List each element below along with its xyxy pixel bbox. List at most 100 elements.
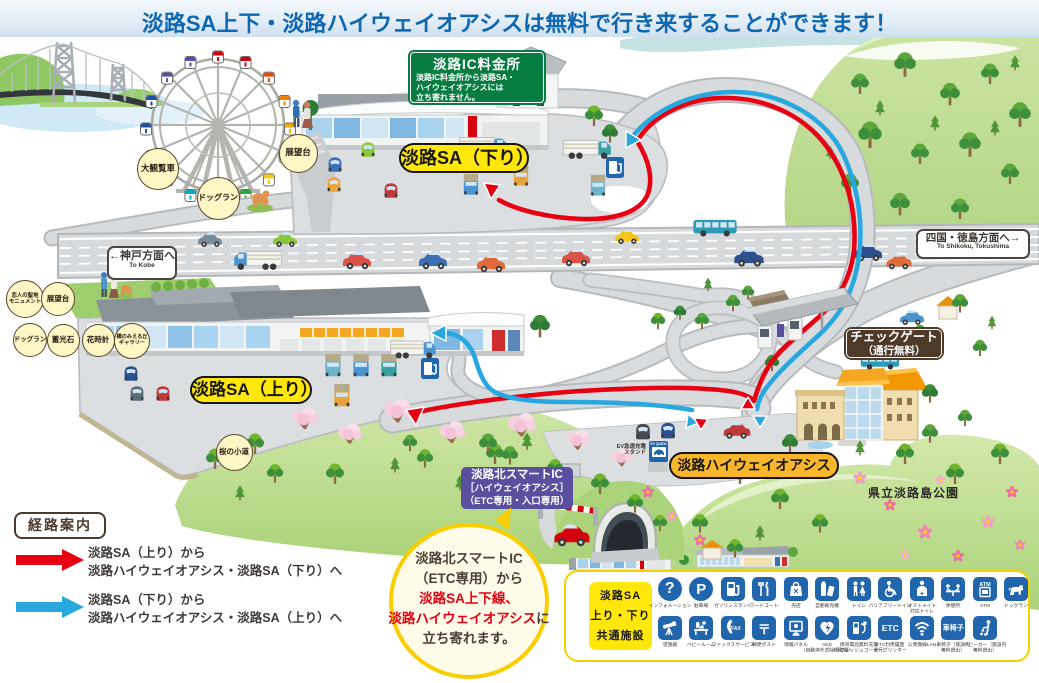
shop-icon [783, 577, 808, 601]
facility-item: 車椅子 車椅子（施設内 無料貸出） [936, 616, 970, 654]
ev-stand-label: EV急速充電 スタンド [616, 444, 646, 456]
svg-text:ATM: ATM [979, 582, 991, 588]
shikoku-sign-en: To Shikoku, Tokushima [937, 243, 1009, 251]
ev-charge-pad [648, 462, 668, 472]
fuel-icon [720, 577, 745, 601]
facility-item: ? インフォメーション [648, 577, 691, 615]
smart-ic-sign-line2: ［ハイウェイオアシス］ [465, 483, 569, 494]
facilities-legend-header: 淡路SA 上り・下り 共通施設 [589, 582, 652, 650]
note-bubble-line: 淡路SA上下線、 [419, 591, 519, 606]
route-lines [405, 89, 863, 431]
rest-icon [941, 577, 966, 601]
poi-bubble: 展望台 [41, 282, 75, 316]
facility-label: ファックスサービス [711, 642, 755, 648]
oasis-label: 淡路ハイウェイオアシス [669, 452, 839, 479]
kobe-direction-sign: ←神戸方面へ To Kobe [107, 246, 177, 280]
smart-ic-sign-line3: （ETC専用・入口専用） [464, 496, 570, 507]
ostomate-icon [909, 577, 934, 601]
stroller-icon [972, 616, 997, 640]
route-legend-item: 淡路SA（上り）から 淡路ハイウェイオアシス・淡路SA（下り）へ [16, 545, 436, 585]
route-red [411, 95, 857, 416]
facility-label: 自動販売機 [815, 603, 840, 609]
facility-item: ベビールーム [686, 616, 718, 654]
ev-quick-sign: EV QUICK [649, 441, 668, 462]
facility-label: 携帯電話無料充電 （リフレッシュコーナー） [830, 642, 888, 654]
facility-label: 駐車場 [694, 603, 709, 609]
facility-item: 自動販売機 [812, 577, 844, 615]
facility-label: フードコート [750, 603, 779, 609]
fax-icon: FAX [720, 616, 745, 640]
check-gate-sign-line2: （通行無料） [862, 345, 926, 357]
poi-bubble: 桜の小道 [215, 433, 253, 471]
facility-item: ガソリンスタンド [713, 577, 752, 615]
park-label: 県立淡路島公園 [868, 486, 960, 500]
facility-label: トイレ [851, 603, 866, 609]
ev-quick-sign-text: EV QUICK [650, 441, 667, 446]
facility-item: 休憩所 [938, 577, 970, 615]
note-bubble-line: 立ち寄れます。 [422, 631, 516, 646]
wheelchair-icon: 車椅子 [941, 616, 966, 640]
telescope-icon [657, 616, 682, 640]
facility-label: ガソリンスタンド [713, 603, 752, 609]
facility-label: 郵便ポスト [752, 642, 777, 648]
svg-text:FAX: FAX [731, 626, 741, 632]
smart-ic-note-bubble: 淡路北スマートIC（ETC専用）から淡路SA上下線、淡路ハイウェイオアシスに立ち… [388, 523, 550, 679]
route-blue-west [443, 330, 695, 413]
facility-label: ETC利用履歴 発行プリンター [873, 642, 907, 654]
small-house [700, 296, 960, 560]
poi-bubble: 花時計 [81, 323, 115, 357]
note-bubble-line: （ETC専用）から [415, 571, 523, 586]
route-arrows [405, 130, 768, 431]
shikoku-direction-sign: 四国・徳島方面へ→ To Shikoku, Tokushima [916, 229, 1030, 259]
toll-gate-sign-title: 淡路IC料金所 [433, 57, 521, 72]
facility-label: 望遠鏡 [662, 642, 677, 648]
route-legend-text: 淡路SA（上り）から 淡路ハイウェイオアシス・淡路SA（下り）へ [88, 546, 343, 578]
route-arrow [16, 549, 84, 571]
panel-icon [783, 616, 808, 640]
check-gate-sign-line1: チェックゲート [850, 330, 938, 344]
facility-label: ドッグラン [1004, 603, 1029, 609]
check-gate [747, 287, 859, 349]
route-legend-title: 経路案内 [14, 512, 106, 539]
aed-icon [815, 616, 840, 640]
facility-label: 車椅子（施設内 無料貸出） [936, 642, 970, 654]
facility-item: オストメイト 対応トイレ [906, 577, 938, 615]
facility-item: 〒 郵便ポスト [749, 616, 781, 654]
post-icon: 〒 [752, 616, 777, 640]
facility-item: AED （自動体外式除細動器） [801, 616, 854, 654]
shikoku-sign-jp: 四国・徳島方面へ→ [925, 232, 1021, 244]
smart-ic-sign: 淡路北スマートIC ［ハイウェイオアシス］ （ETC専用・入口専用） [461, 467, 573, 509]
oasis-building [795, 368, 928, 449]
kobe-sign-en: To Kobe [129, 261, 155, 269]
sa-up-label: 淡路SA（上り） [190, 376, 318, 404]
facility-item: バリアフリートイレ [868, 577, 912, 615]
facility-item: ベビーカー（施設内 無料貸出） [963, 616, 1006, 654]
poi-bubble: 恋人の聖地 モニュメント [6, 280, 44, 318]
note-bubble-line: 淡路ハイウェイオアシスに [388, 611, 550, 626]
route-blue-loop [630, 89, 863, 412]
smart-ic-sign-line1: 淡路北スマートIC [471, 469, 563, 481]
parking-icon: P [689, 577, 714, 601]
title-band [0, 0, 1039, 37]
fuel-station-up-icon [421, 358, 439, 379]
food-icon [752, 577, 777, 601]
facility-label: ベビールーム [687, 642, 716, 648]
note-bubble-text: 淡路北スマートIC（ETC専用）から淡路SA上下線、淡路ハイウェイオアシスに立ち… [373, 549, 565, 649]
facility-label: バリアフリートイレ [868, 603, 912, 609]
toll-gate-sign: 淡路IC料金所 淡路IC料金所から淡路SA・ ハイウェイオアシスには 立ち寄れま… [408, 50, 546, 105]
page-title: 淡路SA上下・淡路ハイウェイオアシスは無料で行き来することができます！ [141, 11, 898, 36]
facility-label: 情報パネル [783, 642, 808, 648]
poi-bubble: 大観覧車 [137, 148, 179, 190]
etc-icon: ETC [878, 616, 903, 640]
poi-bubble: ドッグラン [196, 176, 240, 220]
facility-item: ATM ATM [969, 577, 1001, 615]
vehicles [124, 137, 924, 547]
route-arrow [16, 596, 84, 618]
facility-label: オストメイト 対応トイレ [907, 603, 937, 615]
facility-item: 売店 [780, 577, 812, 615]
fuel-station-down-icon [606, 157, 624, 178]
facility-label: AED （自動体外式除細動器） [801, 642, 854, 654]
sa-down-label: 淡路SA（下り） [399, 143, 534, 173]
